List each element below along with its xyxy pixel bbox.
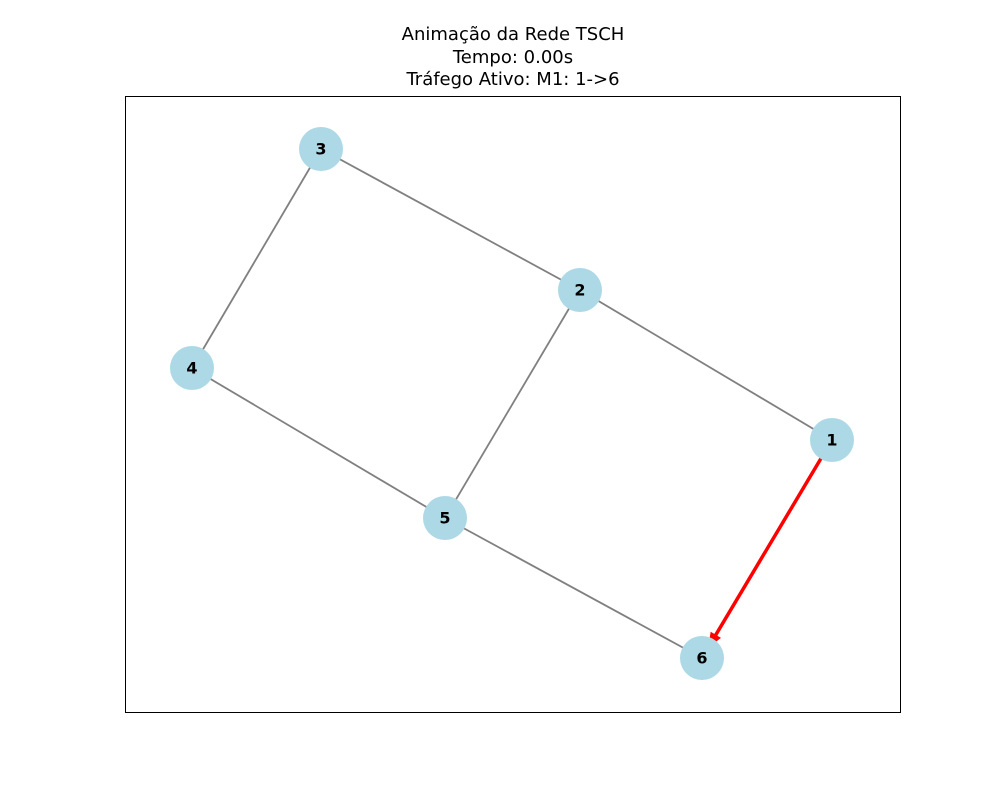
edge-5-6 (444, 517, 703, 659)
traffic-arrow-shaft (713, 450, 827, 638)
node-label: 3 (315, 140, 326, 159)
node-label: 2 (574, 281, 585, 300)
title-line-network-animation: Animação da Rede TSCH (401, 24, 625, 45)
title-line-active-traffic: Tráfego Ativo: M1: 1->6 (406, 69, 620, 90)
title-line-time: Tempo: 0.00s (452, 46, 574, 68)
node-3: 3 (299, 127, 343, 171)
node-1: 1 (810, 418, 854, 462)
node-label: 4 (186, 359, 197, 378)
traffic-layer (708, 450, 827, 648)
plot-title: Animação da Rede TSCH Tempo: 0.00s Tráfe… (0, 24, 1000, 92)
node-5: 5 (423, 496, 467, 540)
node-4: 4 (170, 346, 214, 390)
node-label: 6 (696, 649, 707, 668)
node-circle (680, 636, 724, 680)
node-2: 2 (558, 268, 602, 312)
node-6: 6 (680, 636, 724, 680)
node-circle (423, 496, 467, 540)
node-label: 5 (439, 509, 450, 528)
edge-3-4 (191, 148, 322, 369)
node-circle (170, 346, 214, 390)
edge-2-5 (444, 289, 581, 519)
edge-2-1 (579, 289, 833, 441)
nodes-layer: 1 2 3 4 5 6 (170, 127, 854, 680)
node-circle (558, 268, 602, 312)
node-circle (299, 127, 343, 171)
node-label: 1 (826, 431, 837, 450)
plot-frame (125, 96, 901, 713)
edge-4-5 (191, 367, 446, 519)
edge-3-2 (320, 148, 581, 291)
traffic-arrow-1-6 (708, 450, 827, 648)
node-circle (810, 418, 854, 462)
edges-layer (191, 148, 833, 659)
